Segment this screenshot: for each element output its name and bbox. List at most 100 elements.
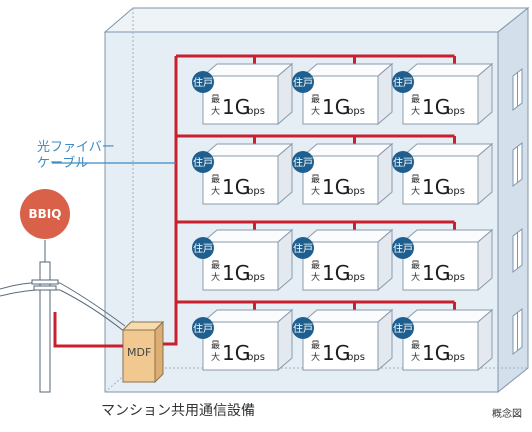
utility-pole xyxy=(0,189,126,393)
overhead-wire xyxy=(59,289,126,333)
unit-front xyxy=(202,241,279,291)
unit-speed-prefix-bottom: 大 xyxy=(311,185,320,197)
unit-speed-prefix-bottom: 大 xyxy=(411,185,420,197)
unit-speed-unit: bps xyxy=(347,352,365,363)
unit-badge xyxy=(292,237,314,259)
unit-side xyxy=(377,228,393,292)
unit-top xyxy=(201,143,294,157)
unit-top xyxy=(401,229,494,243)
unit-top xyxy=(301,229,394,243)
unit-speed-prefix-top: 最 xyxy=(411,94,420,105)
unit-speed-prefix-top: 最 xyxy=(311,340,320,351)
unit-speed-unit: bps xyxy=(247,272,265,283)
unit-speed-prefix-bottom: 大 xyxy=(411,105,420,117)
unit-speed-value: 1G xyxy=(422,175,450,199)
unit-speed-value: 1G xyxy=(322,261,350,285)
diagram-caption: マンション共用通信設備 xyxy=(101,403,255,419)
unit-speed-unit: bps xyxy=(347,272,365,283)
unit-speed-prefix-top: 最 xyxy=(311,94,320,105)
fiber-drop-line xyxy=(53,312,123,348)
unit-speed-value: 1G xyxy=(222,341,250,365)
unit-top xyxy=(401,63,494,77)
unit-badge-label: 住戸 xyxy=(293,322,313,335)
unit-front xyxy=(202,155,279,205)
unit-speed-prefix-top: 最 xyxy=(211,340,220,351)
unit-top xyxy=(301,63,394,77)
unit-top xyxy=(301,143,394,157)
unit-top xyxy=(201,309,294,323)
unit-speed-unit: bps xyxy=(347,106,365,117)
building-roof xyxy=(103,7,530,33)
unit-speed-prefix-top: 最 xyxy=(311,260,320,271)
unit-side xyxy=(477,142,493,206)
bbiq-label: BBIQ xyxy=(28,207,62,221)
unit-speed-value: 1G xyxy=(222,175,250,199)
unit-front xyxy=(302,75,379,125)
unit-badge-label: 住戸 xyxy=(393,156,413,169)
unit-speed-prefix-bottom: 大 xyxy=(211,185,220,197)
unit-speed-unit: bps xyxy=(447,186,465,197)
unit-front xyxy=(302,321,379,371)
unit-speed-prefix-bottom: 大 xyxy=(311,351,320,363)
unit-side xyxy=(377,62,393,126)
pole-crossarm xyxy=(33,285,57,291)
unit-speed-unit: bps xyxy=(447,272,465,283)
unit-speed-unit: bps xyxy=(447,106,465,117)
mdf-box xyxy=(121,320,165,384)
unit-badge xyxy=(392,317,414,339)
unit-side xyxy=(377,308,393,372)
unit-side xyxy=(477,62,493,126)
unit-speed-unit: bps xyxy=(247,186,265,197)
unit-speed-value: 1G xyxy=(322,341,350,365)
unit-badge xyxy=(392,71,414,93)
unit-front xyxy=(302,241,379,291)
unit-speed-prefix-top: 最 xyxy=(211,174,220,185)
unit-top xyxy=(201,63,294,77)
unit-speed-value: 1G xyxy=(222,95,250,119)
unit-speed-unit: bps xyxy=(447,352,465,363)
unit-side xyxy=(277,308,293,372)
unit-speed-prefix-bottom: 大 xyxy=(211,351,220,363)
unit-side xyxy=(477,308,493,372)
unit-front xyxy=(202,75,279,125)
unit-top xyxy=(401,309,494,323)
unit-speed-prefix-bottom: 大 xyxy=(311,105,320,117)
unit-badge xyxy=(292,151,314,173)
unit-badge xyxy=(292,317,314,339)
overhead-wire xyxy=(0,289,61,297)
unit-badge xyxy=(192,71,214,93)
unit-speed-value: 1G xyxy=(422,95,450,119)
unit-speed-prefix-top: 最 xyxy=(411,174,420,185)
unit-side xyxy=(477,228,493,292)
unit-badge xyxy=(192,237,214,259)
unit-badge xyxy=(392,237,414,259)
unit-top xyxy=(301,309,394,323)
fiber-label-line1: 光ファイバー xyxy=(37,140,115,155)
unit-speed-prefix-top: 最 xyxy=(211,94,220,105)
unit-speed-prefix-bottom: 大 xyxy=(211,105,220,117)
unit-speed-value: 1G xyxy=(422,261,450,285)
bbiq-sign xyxy=(20,189,70,239)
unit-speed-unit: bps xyxy=(347,186,365,197)
unit-badge-label: 住戸 xyxy=(393,322,413,335)
unit-badge xyxy=(192,317,214,339)
unit-side xyxy=(277,142,293,206)
unit-badge-label: 住戸 xyxy=(293,156,313,169)
unit-badge-label: 住戸 xyxy=(193,76,213,89)
pole-crossarm xyxy=(31,279,59,285)
unit-side xyxy=(277,228,293,292)
unit-speed-value: 1G xyxy=(322,175,350,199)
unit-speed-unit: bps xyxy=(247,352,265,363)
